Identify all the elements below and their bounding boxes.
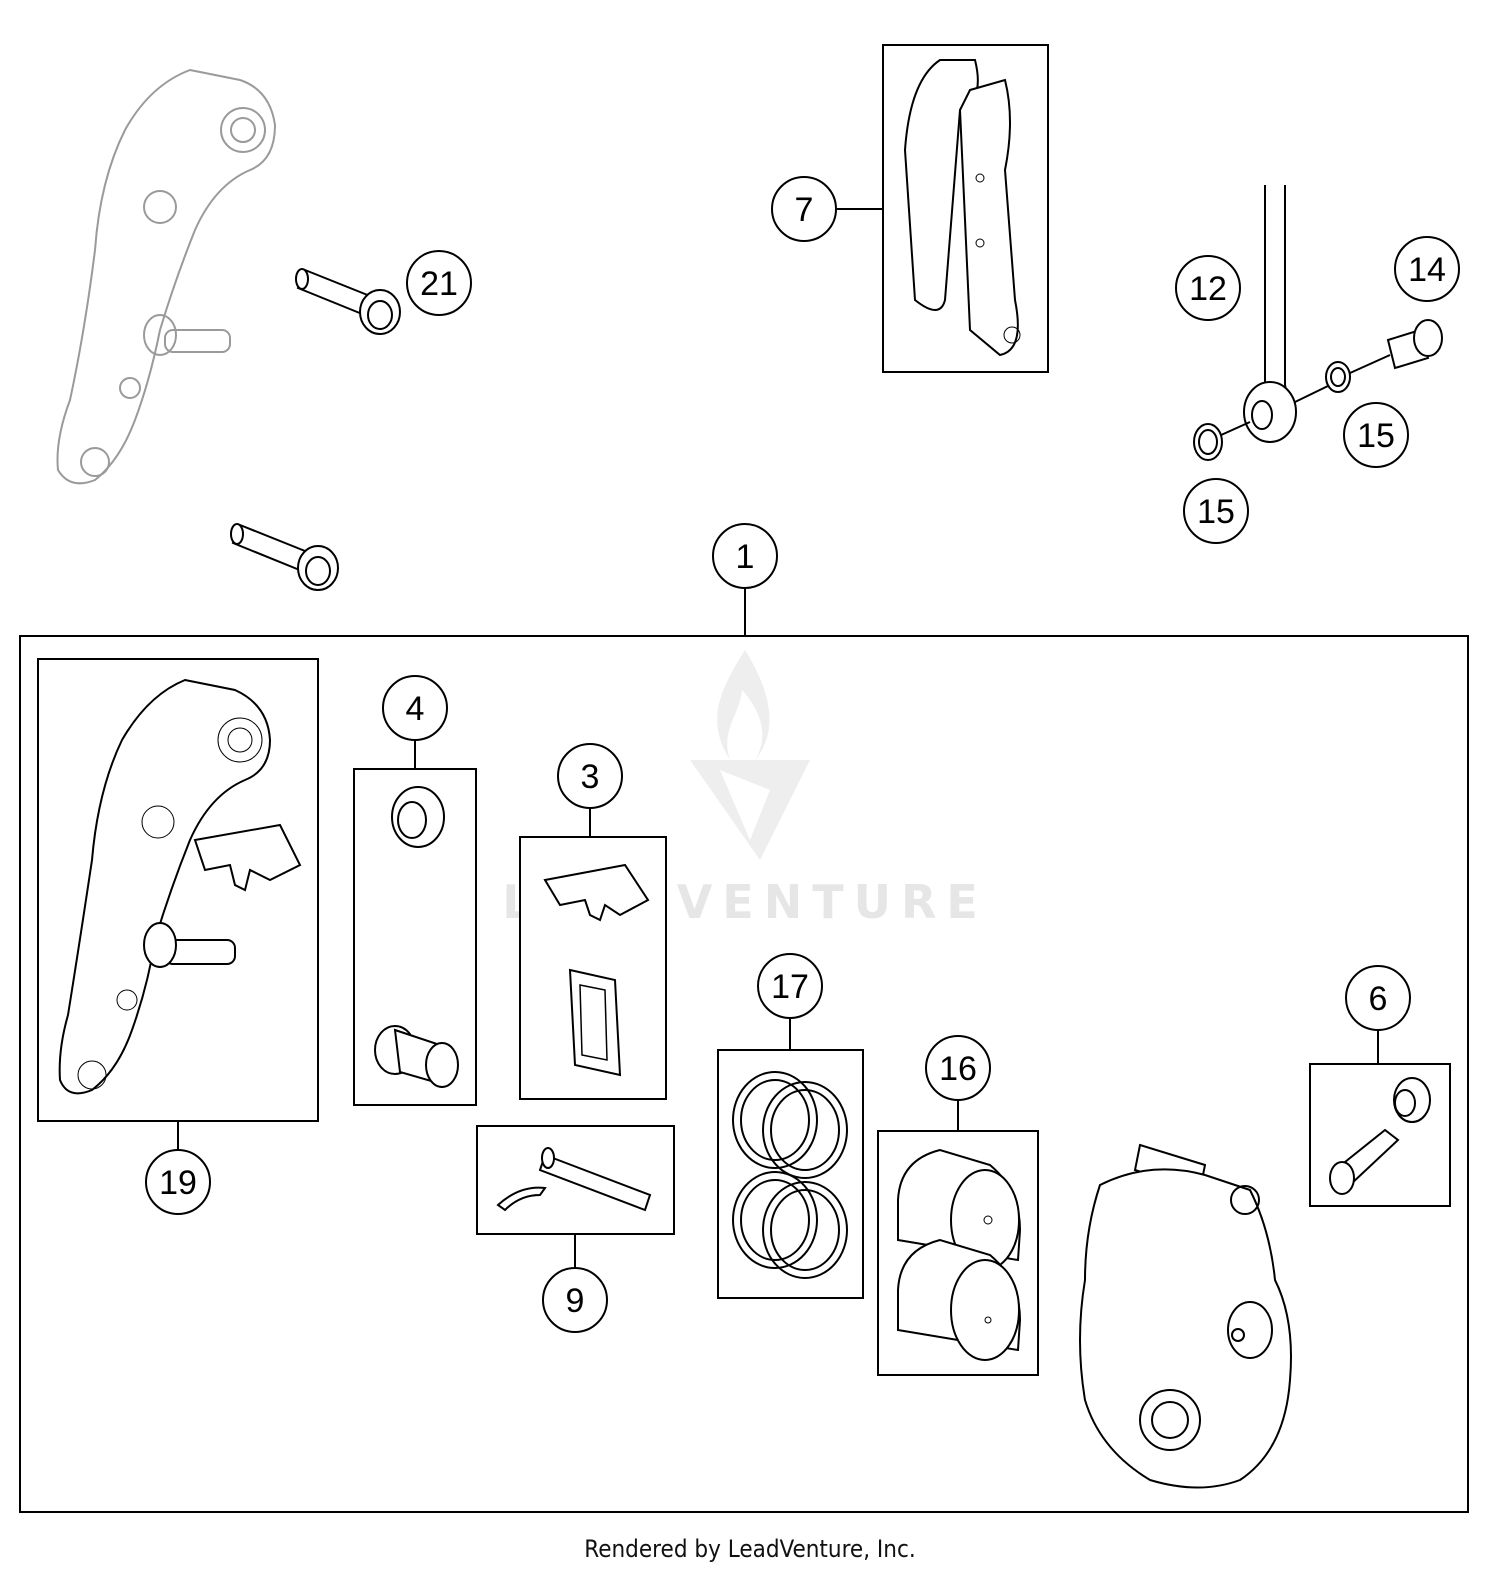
callout-9-circle [542, 1267, 608, 1333]
callout-14-label: 14 [1408, 251, 1446, 289]
brake-pads-group [882, 44, 1049, 373]
callout-15a-label: 15 [1357, 417, 1395, 455]
callout-4-label: 4 [406, 690, 425, 728]
watermark-v-icon [690, 760, 810, 860]
callout-17-circle [757, 953, 823, 1019]
callout-17-label: 17 [771, 968, 809, 1006]
pistons-16-group [877, 1130, 1039, 1376]
callout-3-label: 3 [581, 758, 600, 796]
bolt-lower [230, 523, 339, 591]
bolt-21 [295, 268, 401, 335]
seal-rings-17-group [717, 1049, 864, 1299]
bleeder-6-group [1309, 1063, 1451, 1207]
callout-9-label: 9 [566, 1282, 585, 1320]
footer-credit: Rendered by LeadVenture, Inc. [584, 1535, 916, 1563]
callout-1-label: 1 [736, 538, 755, 576]
callout-16-circle [925, 1035, 991, 1101]
callout-12-label: 12 [1189, 270, 1227, 308]
callout-14-circle [1394, 236, 1460, 302]
callout-19-circle [145, 1149, 211, 1215]
callout-19-label: 19 [159, 1164, 197, 1202]
callout-15b-label: 15 [1197, 493, 1235, 531]
callout-labels: 1 3 4 6 7 9 12 14 15 15 16 17 19 21 [159, 191, 1446, 1320]
callout-6-circle [1345, 965, 1411, 1031]
callout-7-label: 7 [795, 191, 814, 229]
callouts [145, 176, 1460, 1333]
callout-15a-circle [1343, 402, 1409, 468]
caliper-body [1079, 1143, 1292, 1489]
callout-1-circle [712, 523, 778, 589]
callout-3-circle [557, 743, 623, 809]
callout-21-label: 21 [420, 265, 458, 303]
bracket-19-group [37, 658, 319, 1122]
callout-16-label: 16 [939, 1050, 977, 1088]
callout-15b-circle [1183, 478, 1249, 544]
slider-boots-4-group [353, 768, 477, 1106]
callout-4-circle [382, 675, 448, 741]
watermark-flame-icon [717, 650, 770, 760]
callout-6-label: 6 [1369, 980, 1388, 1018]
brake-line-assembly [1193, 185, 1443, 461]
callout-21-circle [406, 250, 472, 316]
pad-springs-3-group [519, 836, 667, 1100]
callout-12-circle [1175, 255, 1241, 321]
pin-9-group [476, 1125, 675, 1235]
ghost-caliper-bracket [56, 68, 277, 485]
